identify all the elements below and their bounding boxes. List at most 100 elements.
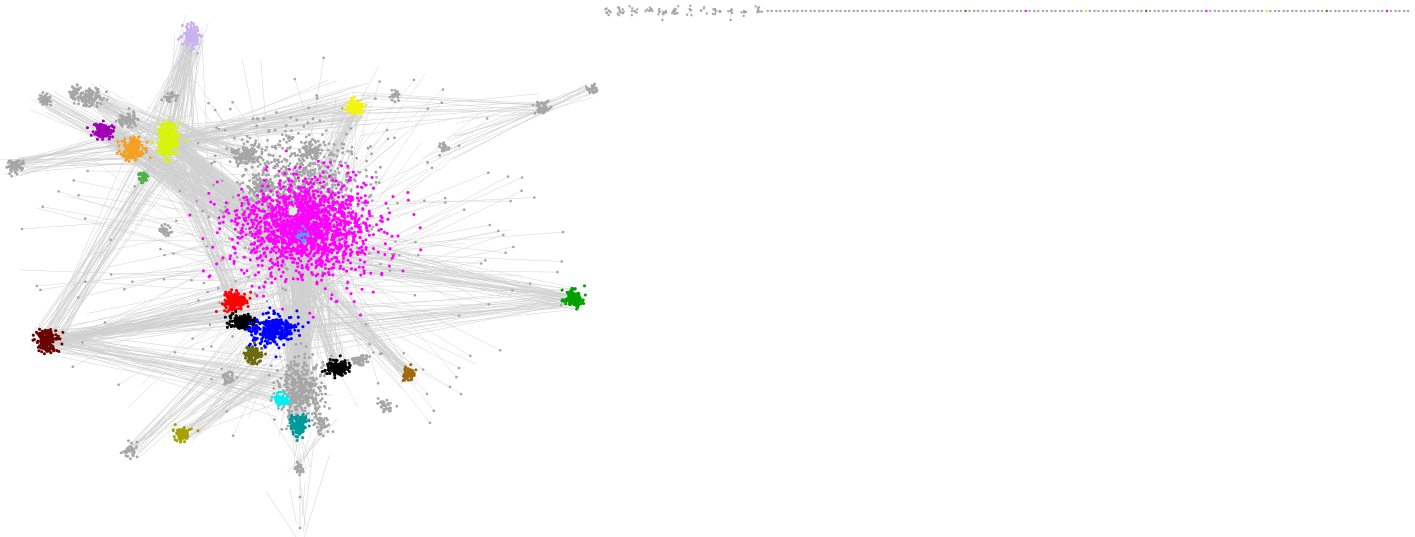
node (307, 152, 311, 156)
node (157, 135, 161, 139)
node (270, 265, 274, 269)
node (250, 143, 254, 147)
node (83, 92, 87, 96)
node (140, 143, 144, 147)
node (310, 384, 314, 388)
node (228, 237, 232, 240)
node (201, 209, 204, 213)
node (268, 187, 272, 191)
node (220, 179, 224, 183)
node (338, 163, 341, 167)
node (191, 44, 194, 48)
node (320, 397, 324, 401)
node (257, 286, 261, 290)
node (101, 137, 105, 141)
node (285, 427, 288, 431)
node (20, 227, 24, 231)
node (390, 98, 394, 102)
edge (344, 105, 544, 114)
node (139, 154, 143, 158)
node (94, 86, 98, 90)
node (289, 388, 293, 391)
node (293, 397, 297, 401)
node (333, 176, 337, 180)
node (305, 369, 309, 372)
node (276, 369, 279, 372)
edge (315, 262, 370, 345)
node (268, 184, 272, 188)
node (167, 123, 171, 127)
edge (72, 237, 322, 367)
node (327, 174, 331, 178)
node (270, 145, 274, 149)
edge (318, 235, 394, 294)
node (365, 354, 368, 357)
node (300, 191, 304, 195)
node (397, 92, 401, 96)
node (421, 368, 425, 371)
node (261, 158, 265, 162)
node (297, 179, 301, 183)
node (387, 403, 390, 407)
node (110, 130, 114, 134)
node (117, 118, 121, 122)
node (43, 98, 47, 101)
edge (147, 40, 194, 139)
node (316, 145, 320, 149)
node (442, 141, 445, 145)
node (237, 148, 241, 151)
node (533, 111, 537, 115)
node (284, 266, 288, 270)
node (319, 399, 322, 403)
node (163, 95, 167, 99)
edge (40, 126, 152, 340)
node (151, 140, 155, 144)
node (385, 128, 389, 132)
node (200, 34, 203, 38)
node (135, 440, 139, 444)
node (311, 168, 315, 172)
node (258, 155, 262, 159)
node (124, 145, 128, 149)
edge (53, 337, 306, 400)
node (125, 156, 129, 159)
edge (118, 253, 333, 385)
node (164, 157, 168, 161)
node (311, 138, 314, 141)
node (256, 196, 259, 200)
node (302, 388, 305, 392)
node (256, 156, 259, 159)
node (313, 168, 317, 171)
node (251, 199, 255, 202)
node (584, 85, 588, 89)
edge (264, 293, 572, 311)
node (457, 144, 461, 147)
node (189, 24, 193, 27)
node (308, 171, 312, 174)
node (328, 153, 331, 157)
node (365, 204, 368, 207)
node (125, 153, 129, 157)
node (365, 360, 369, 364)
edge (19, 269, 310, 281)
node (235, 255, 239, 259)
node (367, 252, 371, 255)
node (174, 219, 178, 223)
node (239, 153, 243, 157)
node (229, 370, 232, 374)
node (323, 143, 327, 147)
node (448, 385, 452, 389)
node (313, 153, 317, 157)
node (302, 159, 306, 163)
node (47, 98, 50, 102)
node (132, 111, 136, 115)
node (438, 153, 441, 157)
node (254, 173, 258, 177)
node (167, 100, 171, 104)
node (299, 342, 303, 345)
node (304, 345, 308, 348)
edge (254, 268, 294, 340)
edge (180, 148, 255, 152)
edge (50, 308, 247, 337)
node (224, 373, 228, 376)
